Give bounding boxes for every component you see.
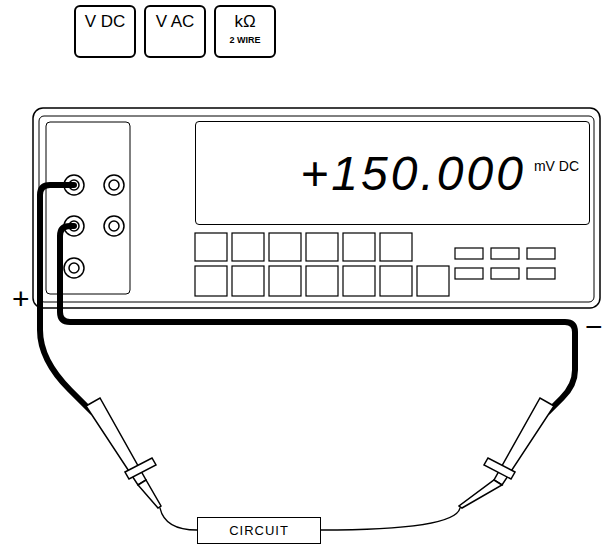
button	[455, 268, 483, 279]
button	[380, 233, 412, 261]
button	[195, 266, 227, 296]
negative-sign: −	[585, 312, 603, 342]
button	[491, 268, 519, 279]
button	[491, 248, 519, 259]
circuit-label: CIRCUIT	[229, 523, 289, 538]
button	[269, 233, 301, 261]
button	[306, 266, 338, 296]
button	[343, 266, 375, 296]
display-unit: mV DC	[534, 158, 579, 174]
test-leads	[40, 185, 575, 530]
positive-sign: +	[12, 284, 30, 314]
meter-case	[33, 108, 600, 308]
button	[380, 266, 412, 296]
button	[269, 266, 301, 296]
button	[343, 233, 375, 261]
button	[527, 248, 555, 259]
key-label: kΩ	[216, 12, 274, 32]
button	[195, 233, 227, 261]
function-key: kΩ 2 WIRE	[214, 5, 276, 58]
function-key: V DC	[74, 5, 136, 58]
circuit-box: CIRCUIT	[197, 517, 321, 544]
meter-front	[39, 116, 594, 302]
button	[306, 233, 338, 261]
button	[527, 268, 555, 279]
button	[455, 248, 483, 259]
front-buttons	[195, 233, 555, 296]
probes	[86, 398, 554, 508]
key-label: 2 WIRE	[216, 34, 274, 46]
button	[232, 233, 264, 261]
display-window: +150.000 mV DC	[195, 121, 590, 225]
function-key: V AC	[144, 5, 206, 58]
key-label: V DC	[76, 12, 134, 32]
key-label: V AC	[146, 12, 204, 32]
display-reading: +150.000	[300, 146, 526, 201]
button	[232, 266, 264, 296]
button	[417, 266, 449, 296]
